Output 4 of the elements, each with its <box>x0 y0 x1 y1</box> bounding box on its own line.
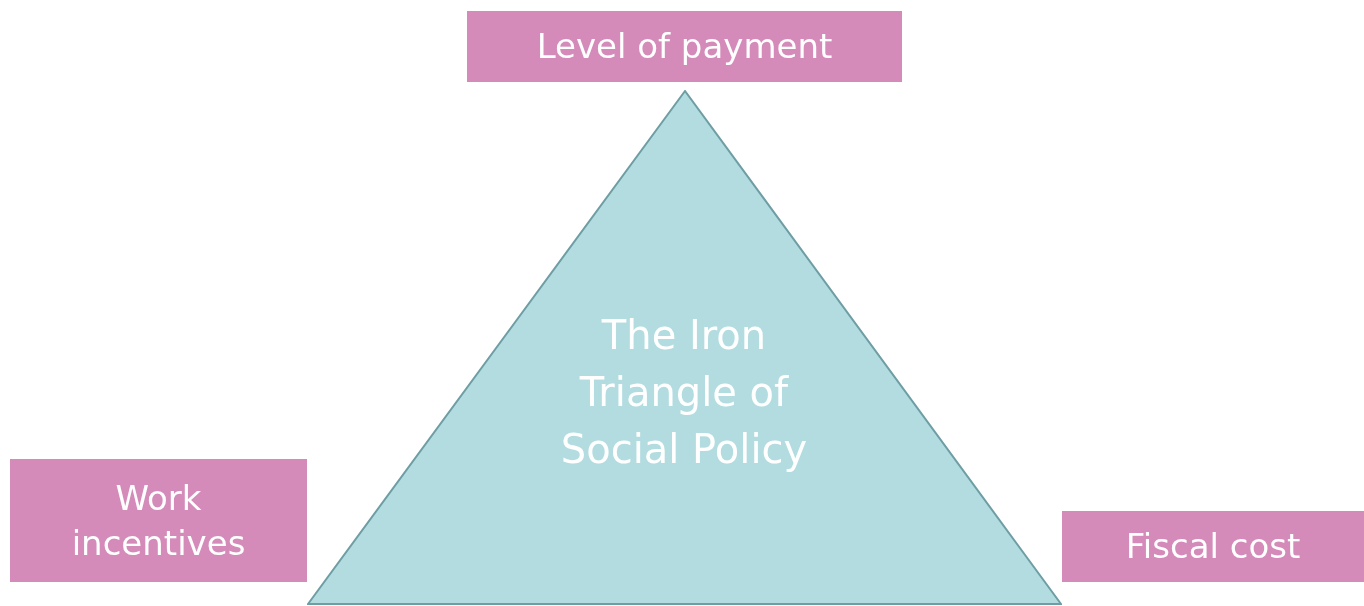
label-box: Level of payment <box>467 11 902 82</box>
label-box: Work incentives <box>10 459 307 582</box>
triangle-title: The Iron Triangle of Social Policy <box>559 311 809 474</box>
label-box: Fiscal cost <box>1062 511 1364 582</box>
